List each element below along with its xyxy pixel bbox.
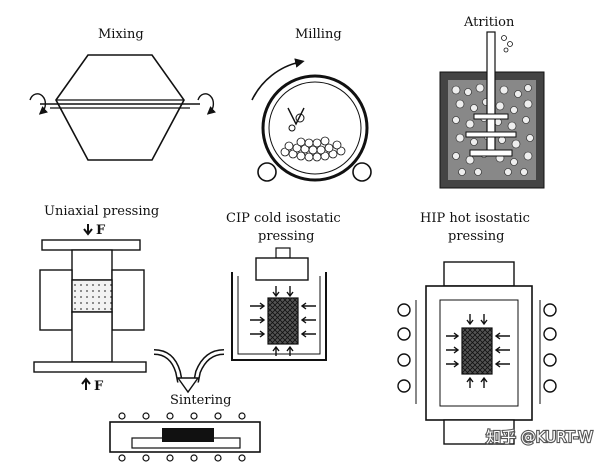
atrition-section: Atrition (439, 15, 545, 189)
milling-label: Milling (295, 27, 342, 42)
rotation-arrow-icon (29, 93, 48, 115)
hip-heater-coils (397, 303, 557, 393)
roller-right (352, 162, 372, 182)
die-right (111, 269, 145, 331)
hip-top-plug (443, 261, 515, 287)
force-bottom-label: F (94, 379, 104, 394)
sinter-heater-coils (118, 412, 246, 462)
rotation-arrow-icon (197, 93, 216, 115)
atrition-label: Atrition (463, 15, 515, 30)
cip-vessel (231, 272, 327, 361)
rotation-arrow-icon (251, 58, 305, 101)
milling-section: Milling (251, 27, 372, 182)
lower-punch (71, 311, 113, 363)
hip-label-line1: HIP hot isostatic (420, 211, 530, 226)
sinter-part (162, 428, 214, 442)
cip-section: CIP cold isostatic pressing (226, 211, 341, 361)
roller-left (257, 162, 277, 182)
cip-label-line2: pressing (258, 229, 314, 244)
hip-label-line2: pressing (448, 229, 504, 244)
milling-balls (280, 136, 346, 162)
watermark-text: 知乎 @KURT-W (486, 428, 593, 446)
uniaxial-section: Uniaxial pressing F F (33, 204, 159, 394)
die-left (39, 269, 73, 331)
mill-drum (261, 74, 369, 182)
uniaxial-label: Uniaxial pressing (44, 204, 159, 219)
cip-sample (267, 297, 299, 345)
lower-platen (33, 361, 147, 373)
powder-compact (71, 279, 113, 313)
pressure-arrows (446, 314, 510, 388)
cip-label-line1: CIP cold isostatic (226, 211, 341, 226)
upper-platen (41, 239, 141, 251)
sintering-label: Sintering (170, 393, 231, 408)
attritor-arm (469, 149, 513, 157)
hip-bottom-plug (443, 419, 515, 445)
force-up-icon (81, 377, 91, 390)
force-top-label: F (96, 223, 106, 238)
force-down-icon (83, 224, 93, 236)
sintering-section: Sintering (109, 349, 261, 462)
mixing-section: Mixing (29, 27, 216, 161)
flow-arrow-head-icon (176, 377, 200, 394)
hip-section: HIP hot isostatic pressing (397, 211, 557, 445)
upper-punch (71, 249, 113, 281)
watermark: 知乎 @KURT-W (485, 427, 594, 447)
cip-lid (255, 257, 309, 281)
hip-sample (461, 327, 493, 375)
pressure-arrows (250, 286, 316, 356)
fall-arrow-icon (287, 107, 305, 126)
mixing-label: Mixing (98, 27, 144, 42)
